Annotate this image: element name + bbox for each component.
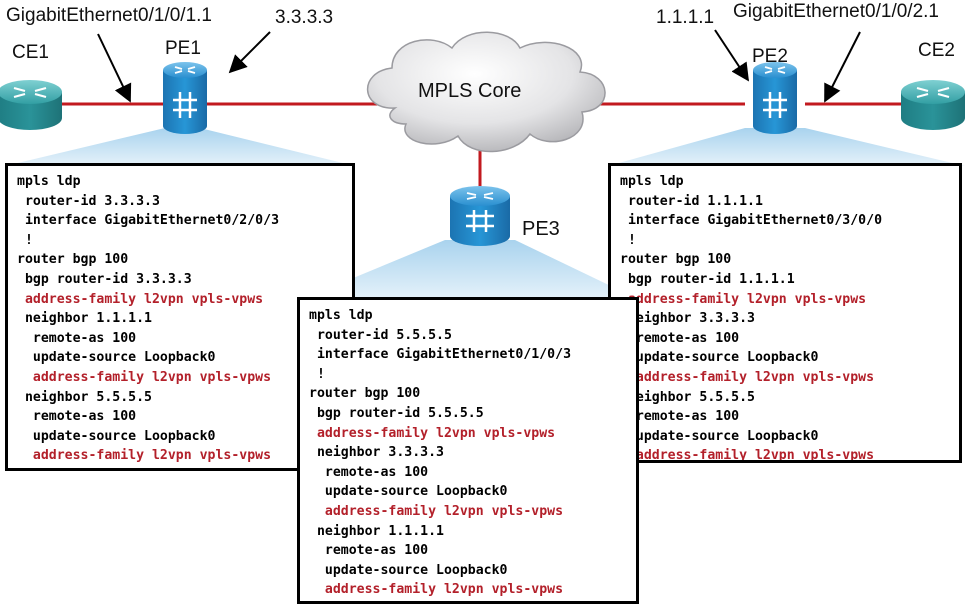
config-line: router bgp 100 — [309, 386, 421, 402]
config-line: update-source Loopback0 — [309, 484, 508, 500]
config-line: update-source Loopback0 — [17, 428, 216, 444]
config-line: neighbor 5.5.5.5 — [620, 389, 755, 405]
config-line: update-source Loopback0 — [17, 350, 216, 366]
ce1-label: CE1 — [12, 42, 49, 63]
config-line: remote-as 100 — [620, 330, 740, 346]
config-line: bgp router-id 5.5.5.5 — [309, 405, 484, 421]
ce2-label: CE2 — [918, 40, 955, 61]
arrow-pe1-router-id — [228, 31, 271, 74]
pe3-label: PE3 — [522, 218, 560, 240]
pe3-config-panel: mpls ldp router-id 5.5.5.5 interface Gig… — [297, 297, 639, 604]
mpls-core-label: MPLS Core — [418, 80, 522, 102]
switch-router-icon — [450, 186, 510, 246]
config-line: router-id 3.3.3.3 — [17, 193, 160, 209]
config-line: ! — [17, 232, 33, 248]
config-line: neighbor 5.5.5.5 — [17, 389, 152, 405]
config-line: router-id 1.1.1.1 — [620, 193, 763, 209]
config-line: bgp router-id 1.1.1.1 — [620, 271, 795, 287]
config-line: address-family l2vpn vpls-vpws — [17, 291, 264, 307]
cloud-icon — [366, 31, 606, 153]
config-line: interface GigabitEthernet0/1/0/3 — [309, 347, 572, 363]
config-line: neighbor 3.3.3.3 — [620, 311, 755, 327]
config-line: address-family l2vpn vpls-vpws — [620, 291, 867, 307]
config-line: bgp router-id 3.3.3.3 — [17, 271, 192, 287]
config-line: update-source Loopback0 — [309, 562, 508, 578]
pe2-interface-label: GigabitEthernet0/1/0/2.1 — [733, 1, 939, 22]
pe2-config-beam — [608, 128, 965, 166]
config-line: update-source Loopback0 — [620, 350, 819, 366]
config-line: ! — [309, 366, 325, 382]
config-line: mpls ldp — [17, 174, 81, 189]
config-line: interface GigabitEthernet0/2/0/3 — [17, 213, 280, 229]
pe1-router-id-label: 3.3.3.3 — [275, 7, 334, 28]
config-line: address-family l2vpn vpls-vpws — [309, 425, 556, 441]
config-line: address-family l2vpn vpls-vpws — [620, 369, 875, 385]
switch-router-icon — [163, 62, 207, 134]
config-line: mpls ldp — [620, 174, 684, 189]
config-line: update-source Loopback0 — [620, 428, 819, 444]
pe3-config-beam — [300, 240, 640, 300]
config-line: address-family l2vpn vpls-vpws — [17, 448, 272, 464]
arrow-pe2-interface — [824, 31, 861, 103]
config-line: remote-as 100 — [309, 464, 429, 480]
config-line: router bgp 100 — [620, 252, 732, 268]
config-line: interface GigabitEthernet0/3/0/0 — [620, 213, 883, 229]
pe1-config-panel: mpls ldp router-id 3.3.3.3 interface Gig… — [5, 163, 355, 471]
pe2-config-panel: mpls ldp router-id 1.1.1.1 interface Gig… — [608, 163, 962, 463]
router-icon — [0, 80, 62, 130]
pe1-interface-label: GigabitEthernet0/1/0/1.1 — [6, 5, 212, 26]
config-line: router bgp 100 — [17, 252, 129, 268]
config-line: remote-as 100 — [17, 330, 137, 346]
config-line: address-family l2vpn vpls-vpws — [17, 369, 272, 385]
config-line: remote-as 100 — [17, 409, 137, 425]
arrow-pe2-router-id — [714, 29, 749, 82]
config-line: neighbor 3.3.3.3 — [309, 445, 444, 461]
arrow-pe1-interface — [97, 33, 132, 103]
config-line: router-id 5.5.5.5 — [309, 327, 452, 343]
config-line: remote-as 100 — [620, 409, 740, 425]
pe1-label: PE1 — [165, 38, 201, 59]
config-line: ! — [620, 232, 636, 248]
config-line: mpls ldp — [309, 308, 373, 323]
config-line: neighbor 1.1.1.1 — [17, 311, 152, 327]
config-line: address-family l2vpn vpls-vpws — [309, 503, 564, 519]
config-line: remote-as 100 — [309, 543, 429, 559]
config-line: address-family l2vpn vpls-vpws — [620, 448, 875, 463]
pe2-router-id-label: 1.1.1.1 — [656, 7, 715, 28]
config-line: address-family l2vpn vpls-vpws — [309, 582, 564, 598]
config-line: neighbor 1.1.1.1 — [309, 523, 444, 539]
switch-router-icon — [753, 62, 797, 134]
pe2-label: PE2 — [752, 46, 788, 67]
router-icon — [901, 80, 965, 130]
pe1-config-beam — [5, 128, 355, 166]
